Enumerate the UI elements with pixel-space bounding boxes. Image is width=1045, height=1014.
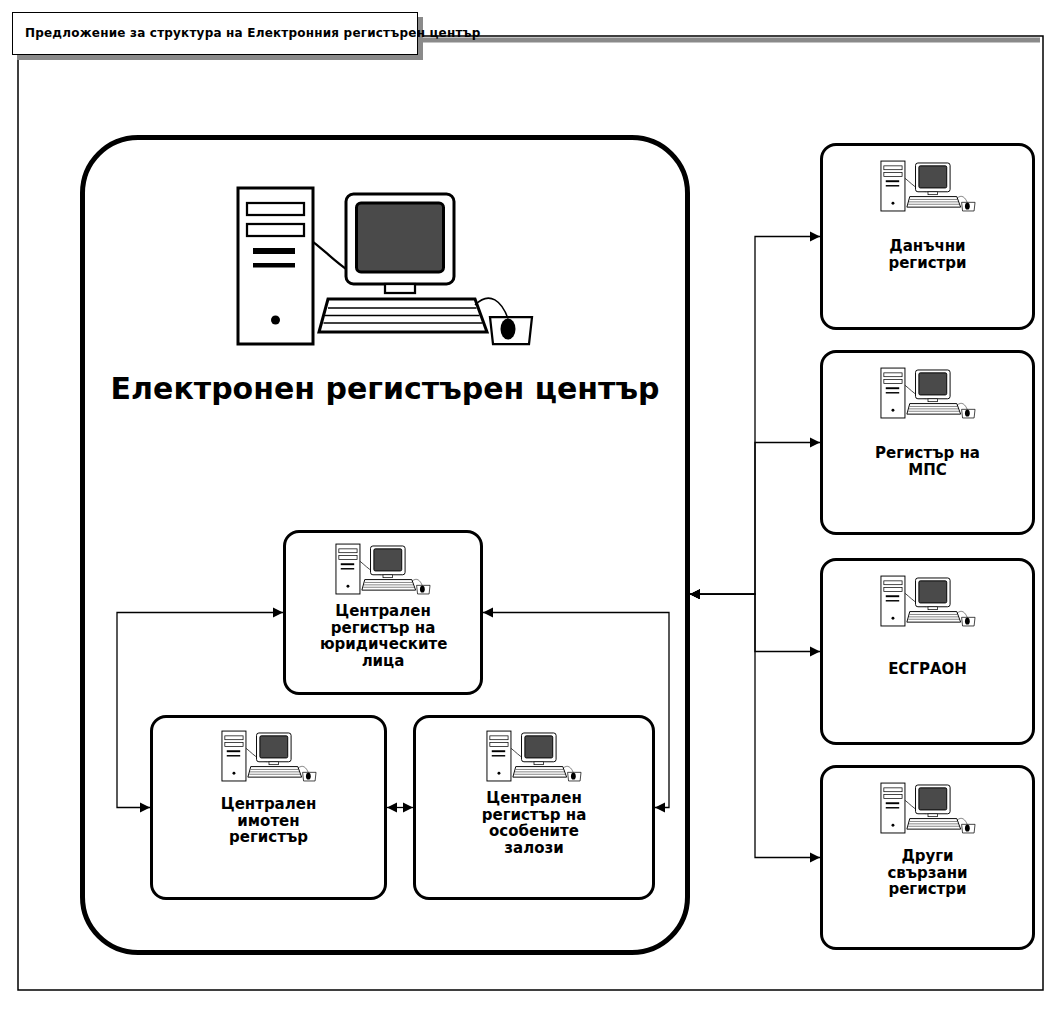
connector-arrow (387, 807, 413, 808)
computer-icon-shape (880, 161, 974, 211)
connector-arrow (690, 237, 820, 595)
computer-icon (221, 730, 317, 783)
box-label: Централен регистър на особените залози (471, 790, 597, 856)
connector-arrow (690, 594, 820, 857)
computer-icon (880, 575, 976, 628)
outer-frame (18, 36, 1043, 990)
computer-icon (335, 543, 431, 596)
register-box: Данъчни регистри (820, 143, 1035, 330)
computer-icon-shape (880, 576, 974, 626)
computer-icon-shape (487, 731, 581, 781)
register-box: Централен имотен регистър (150, 715, 387, 900)
computer-icon (880, 782, 976, 835)
computer-icon (880, 160, 976, 213)
group-title: Електронен регистърен център (105, 372, 665, 405)
header-rule (418, 38, 1040, 43)
register-box: Централен регистър на особените залози (413, 715, 655, 900)
title-box: Предложение за структура на Електронния … (12, 12, 418, 55)
computer-icon (880, 367, 976, 420)
computer-icon-shape (221, 731, 315, 781)
box-label: Данъчни регистри (865, 238, 991, 271)
register-box: Други свързани регистри (820, 765, 1035, 950)
register-box: Централен регистър на юридическите лица (283, 530, 483, 695)
computer-icon-shape (238, 188, 532, 344)
register-box: ЕСГРАОН (820, 558, 1035, 745)
computer-icon-shape (880, 783, 974, 833)
computer-icon-shape (880, 368, 974, 418)
computer-icon-shape (336, 544, 430, 594)
box-label: ЕСГРАОН (865, 661, 991, 678)
box-label: Централен регистър на юридическите лица (320, 603, 446, 669)
center-group-box: Електронен регистърен центърЦентрален ре… (80, 135, 690, 955)
box-label: Други свързани регистри (865, 848, 991, 898)
register-box: Регистър на МПС (820, 350, 1035, 535)
box-label: Централен имотен регистър (206, 796, 332, 846)
diagram-title: Предложение за структура на Електронния … (13, 13, 417, 40)
connector-arrow (690, 443, 820, 595)
computer-icon (235, 185, 535, 350)
box-label: Регистър на МПС (865, 445, 991, 478)
computer-icon (486, 730, 582, 783)
